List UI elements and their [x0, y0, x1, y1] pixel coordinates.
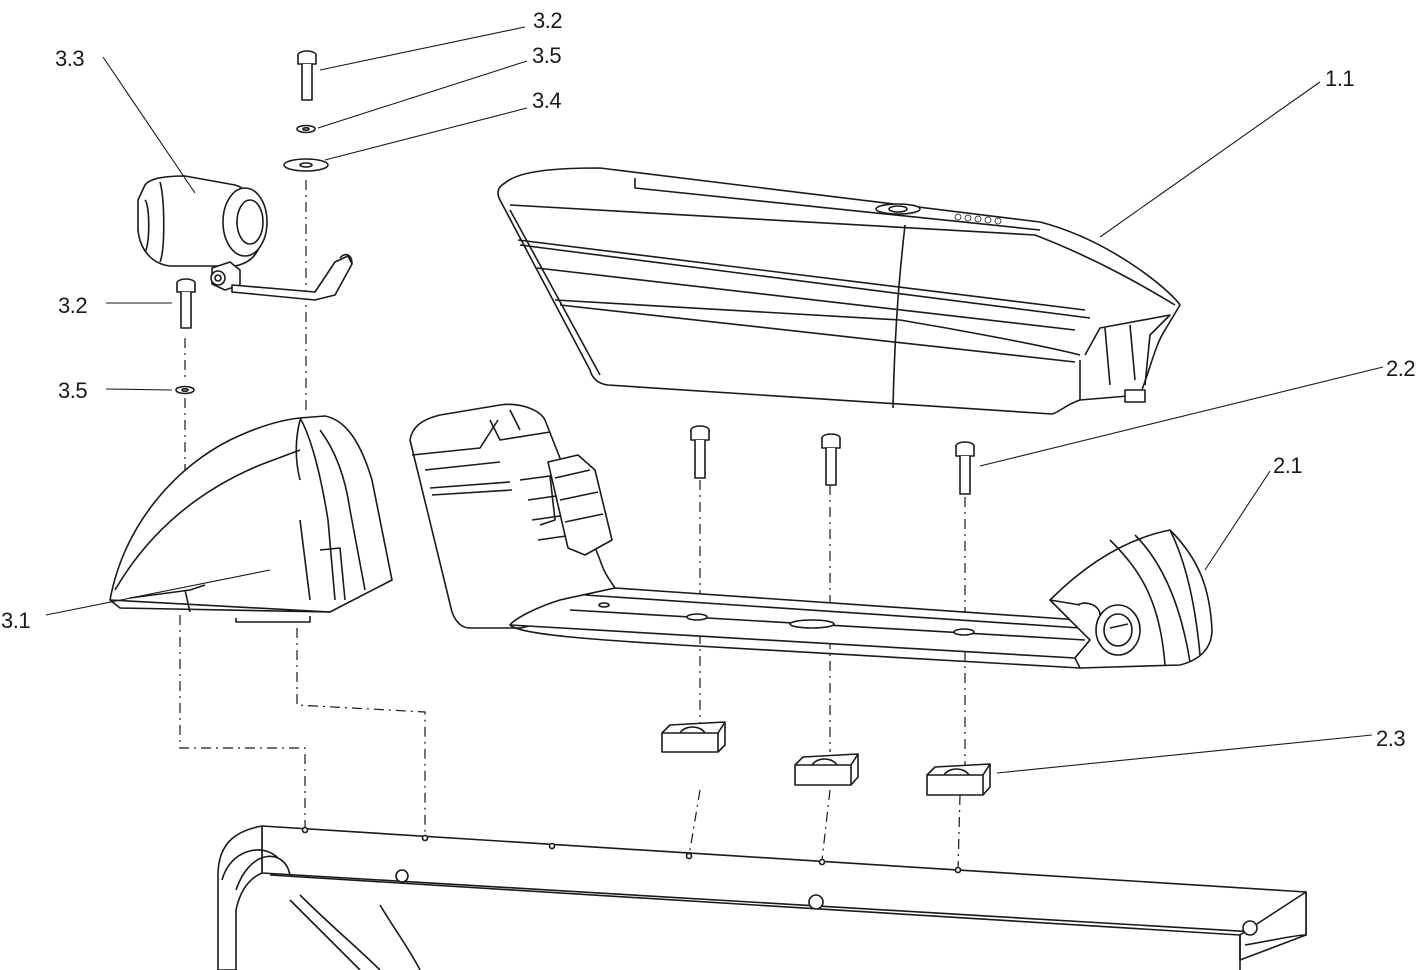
rear-carrier-frame: [217, 825, 1307, 970]
top-screw: [297, 50, 317, 101]
top-flat-washer: [283, 158, 329, 172]
callout-3-2-left: 3.2: [58, 293, 87, 318]
headlight: [137, 175, 353, 301]
mount-screw: [821, 433, 841, 486]
callout-3-5-left: 3.5: [58, 378, 87, 403]
battery-mount-rail: [409, 403, 1213, 669]
top-lock-washer: [296, 124, 316, 134]
battery-connector: [519, 454, 613, 556]
frame-hole: [1242, 920, 1258, 936]
callout-3-2-top: 3.2: [533, 8, 562, 33]
front-light-cover: [109, 415, 393, 623]
leader-lines: [45, 26, 1384, 774]
callout-2-1: 2.1: [1273, 453, 1302, 478]
callout-3-1: 3.1: [1, 608, 30, 633]
left-screw: [176, 278, 196, 329]
callout-3-4: 3.4: [532, 88, 561, 113]
mount-blocks: [661, 721, 991, 796]
battery-pack: [497, 167, 1181, 415]
charge-indicator-leds: [954, 213, 1002, 225]
callout-1-1: 1.1: [1325, 66, 1354, 91]
left-lock-washer: [175, 385, 195, 395]
mount-block: [926, 763, 991, 796]
callout-labels: 3.2 3.5 3.4 3.3 3.2 3.5 3.1 1.1 2.2 2.1 …: [1, 8, 1416, 751]
mount-block: [661, 721, 726, 753]
mount-screw: [690, 425, 710, 479]
callout-2-3: 2.3: [1376, 726, 1405, 751]
callout-3-3: 3.3: [55, 46, 84, 71]
mount-screws: [690, 425, 975, 495]
callout-2-2: 2.2: [1386, 356, 1415, 381]
frame-hole: [395, 869, 409, 883]
mount-screw: [955, 441, 975, 495]
callout-3-5-top: 3.5: [532, 43, 561, 68]
frame-hole: [808, 894, 824, 910]
mount-block: [794, 753, 859, 786]
